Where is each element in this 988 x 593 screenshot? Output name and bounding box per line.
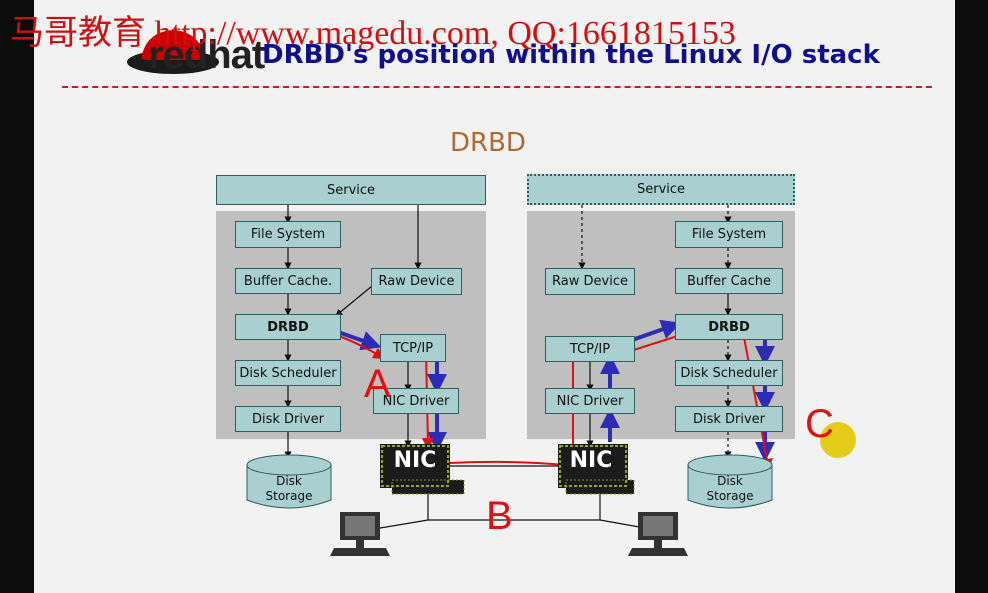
- left-buffer-cache-box: Buffer Cache.: [235, 268, 341, 294]
- left-disk-scheduler-box: Disk Scheduler: [235, 360, 341, 386]
- left-disk-storage-icon: [246, 454, 332, 509]
- redhat-logo-icon: [127, 30, 219, 74]
- left-nic-label: NIC: [393, 447, 437, 473]
- right-raw-device-box: Raw Device: [545, 268, 635, 295]
- right-disk-storage-label: Disk Storage: [688, 474, 772, 504]
- right-disk-label-line1: Disk: [717, 474, 743, 488]
- watermark-text: 马哥教育 http://www.magedu.com, QQ:166181515…: [10, 15, 736, 52]
- right-buffer-cache-box: Buffer Cache: [675, 268, 783, 294]
- left-disk-driver-box: Disk Driver: [235, 406, 341, 432]
- right-nic-card-icon: [558, 444, 635, 495]
- logo-text: redhat: [148, 33, 265, 77]
- left-nic-driver-box: NIC Driver: [373, 388, 459, 414]
- diagram-title: DRBD: [450, 128, 526, 158]
- right-service-box: Service: [527, 174, 795, 205]
- slide-background: [34, 0, 955, 593]
- right-tcp-ip-box: TCP/IP: [545, 336, 635, 362]
- right-nic-label: NIC: [569, 447, 613, 473]
- right-computer-icon: [628, 512, 688, 556]
- annotation-b: B: [486, 494, 513, 538]
- left-file-system-box: File System: [235, 221, 341, 248]
- left-disk-label-line1: Disk: [276, 474, 302, 488]
- title-divider: [62, 86, 932, 88]
- right-disk-storage-icon: [687, 454, 773, 509]
- left-computer-icon: [330, 512, 390, 556]
- left-nic-card-icon: [380, 444, 465, 495]
- left-drbd-box: DRBD: [235, 314, 341, 340]
- left-disk-storage-label: Disk Storage: [247, 474, 331, 504]
- right-file-system-box: File System: [675, 221, 783, 248]
- annotation-a: A: [364, 362, 391, 406]
- left-raw-device-box: Raw Device: [371, 268, 462, 295]
- right-disk-driver-box: Disk Driver: [675, 406, 783, 432]
- slide-title: DRBD's position within the Linux I/O sta…: [262, 40, 880, 70]
- right-nic-driver-box: NIC Driver: [545, 388, 635, 414]
- left-disk-label-line2: Storage: [265, 489, 313, 503]
- right-disk-label-line2: Storage: [706, 489, 754, 503]
- left-tcp-ip-box: TCP/IP: [380, 334, 446, 362]
- right-disk-scheduler-box: Disk Scheduler: [675, 360, 783, 386]
- annotation-c: C: [805, 402, 834, 446]
- cursor-pointer-icon: [820, 422, 856, 458]
- right-drbd-box: DRBD: [675, 314, 783, 340]
- left-service-box: Service: [216, 175, 486, 205]
